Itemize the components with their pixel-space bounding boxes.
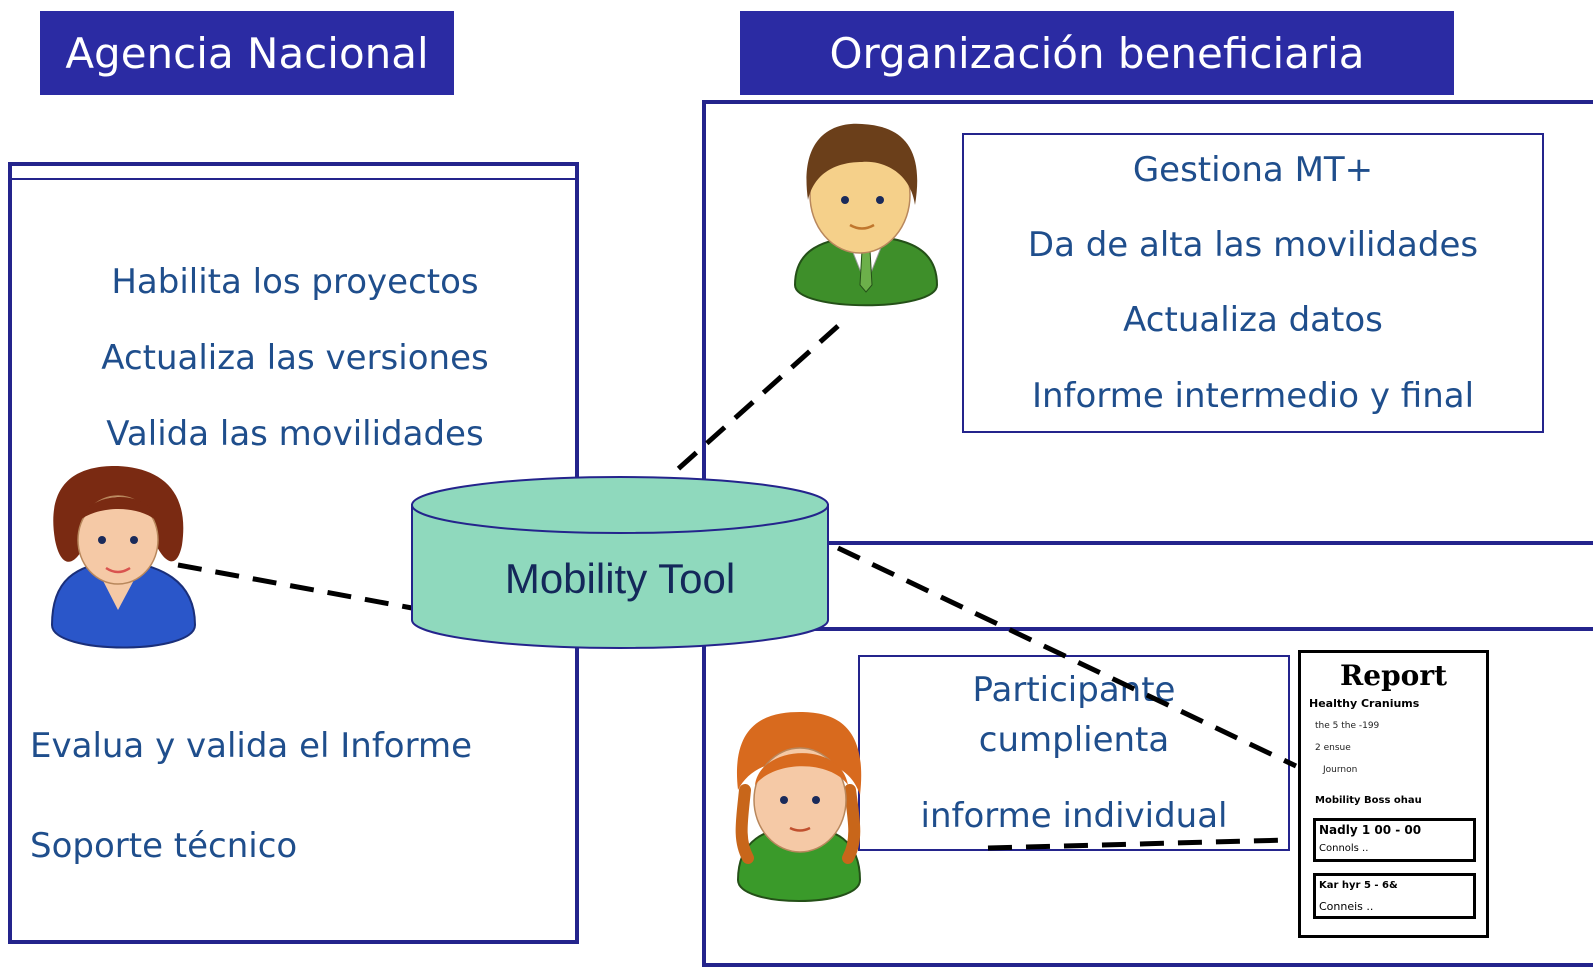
participante-line-3: informe individual (920, 796, 1228, 836)
report-line-7: Connols .. (1319, 843, 1369, 854)
agencia-evalua: Evalua y valida el Informe (30, 726, 473, 766)
report-document: Report Healthy Craniums the 5 the -199 2… (1298, 650, 1489, 938)
report-box-1: Nadly 1 00 - 00 Connols .. (1313, 818, 1476, 862)
mobility-tool-label: Mobility Tool (504, 555, 736, 602)
participant-girl-icon (735, 712, 862, 902)
header-agencia-nacional: Agencia Nacional (40, 11, 454, 95)
mobility-tool-database-icon (411, 476, 829, 649)
connector-participant-report (987, 837, 1289, 851)
connector-org-person-db (666, 324, 840, 480)
header-agencia-label: Agencia Nacional (65, 28, 429, 78)
report-line-1: Healthy Craniums (1309, 697, 1420, 710)
organization-man-icon (793, 123, 939, 307)
participante-line-2: cumplienta (978, 720, 1170, 760)
agencia-panel-topline (12, 178, 575, 180)
organizacion-task-4: Informe intermedio y final (1031, 376, 1475, 416)
report-line-6: Nadly 1 00 - 00 (1319, 823, 1422, 837)
report-line-8: Kar hyr 5 - 6& (1319, 880, 1398, 891)
report-line-3: 2 ensue (1315, 743, 1351, 753)
agencia-task-2: Actualiza las versiones (101, 338, 489, 378)
report-title: Report (1339, 659, 1448, 692)
participante-panel (702, 627, 1593, 967)
organizacion-tasks-box (962, 133, 1544, 433)
participante-line-1: Participante (972, 670, 1176, 710)
header-organizacion-label: Organización beneficiaria (829, 28, 1365, 78)
connector-db-report (836, 545, 1298, 769)
agencia-task-3: Valida las movilidades (106, 414, 484, 454)
report-line-2: the 5 the -199 (1315, 721, 1380, 731)
report-line-9: Conneis .. (1319, 900, 1374, 913)
report-box-2: Kar hyr 5 - 6& Conneis .. (1313, 873, 1476, 919)
organizacion-task-3: Actualiza datos (1123, 300, 1383, 340)
agency-woman-icon (50, 465, 197, 649)
report-line-5: Mobility Boss ohau (1315, 795, 1422, 806)
agencia-soporte: Soporte técnico (30, 826, 298, 866)
header-organizacion: Organización beneficiaria (740, 11, 1454, 95)
organizacion-panel (702, 100, 1593, 545)
connector-agency-person-db (177, 562, 413, 611)
report-line-4: Journon (1323, 765, 1358, 775)
organizacion-task-1: Gestiona MT+ (1132, 150, 1374, 190)
organizacion-task-2: Da de alta las movilidades (1027, 225, 1479, 265)
agencia-task-1: Habilita los proyectos (111, 262, 479, 302)
